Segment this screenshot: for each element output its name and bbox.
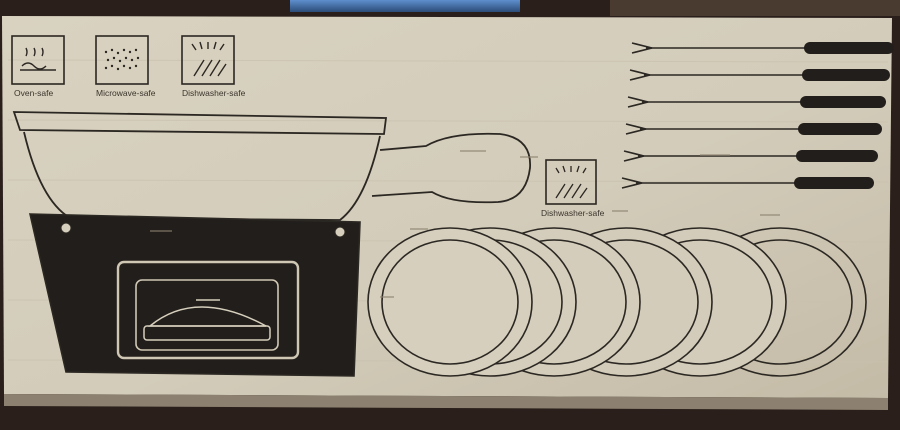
- burner-icon: [143, 299, 271, 341]
- microwave-icon: [104, 48, 140, 71]
- care-icon-oven: Oven-safe: [11, 35, 65, 98]
- care-icon-microwave: Microwave-safe: [95, 35, 156, 98]
- burner-window: [116, 260, 300, 360]
- dishwasher-icon: [555, 165, 588, 199]
- dishwasher-icon: [191, 41, 227, 77]
- fondue-fork: [631, 42, 894, 54]
- plates-care-icon: Dishwasher-safe: [541, 159, 605, 218]
- fondue-fork: [629, 69, 890, 81]
- fondue-fork: [621, 177, 874, 189]
- monitor-glow: [290, 0, 520, 12]
- care-label-microwave: Microwave-safe: [96, 88, 156, 98]
- stand-bolt-left: [60, 222, 72, 234]
- care-icon-dishwasher: Dishwasher-safe: [181, 35, 246, 98]
- plate: [367, 227, 533, 377]
- care-label-dishwasher: Dishwasher-safe: [182, 88, 246, 98]
- care-label-oven: Oven-safe: [14, 88, 53, 98]
- box-bottom-edge: [4, 394, 888, 410]
- stand-bolt-right: [334, 226, 346, 238]
- box-scuffs: [150, 150, 780, 298]
- pot-rim: [12, 111, 388, 135]
- wall-right: [610, 0, 900, 16]
- plates-row: [367, 227, 867, 377]
- pot-handle: [371, 132, 531, 204]
- plates-care-label: Dishwasher-safe: [541, 208, 605, 218]
- oven-icon: [20, 47, 56, 71]
- fondue-fork: [625, 123, 882, 135]
- fondue-fork: [627, 96, 886, 108]
- burner-stand: [28, 213, 361, 377]
